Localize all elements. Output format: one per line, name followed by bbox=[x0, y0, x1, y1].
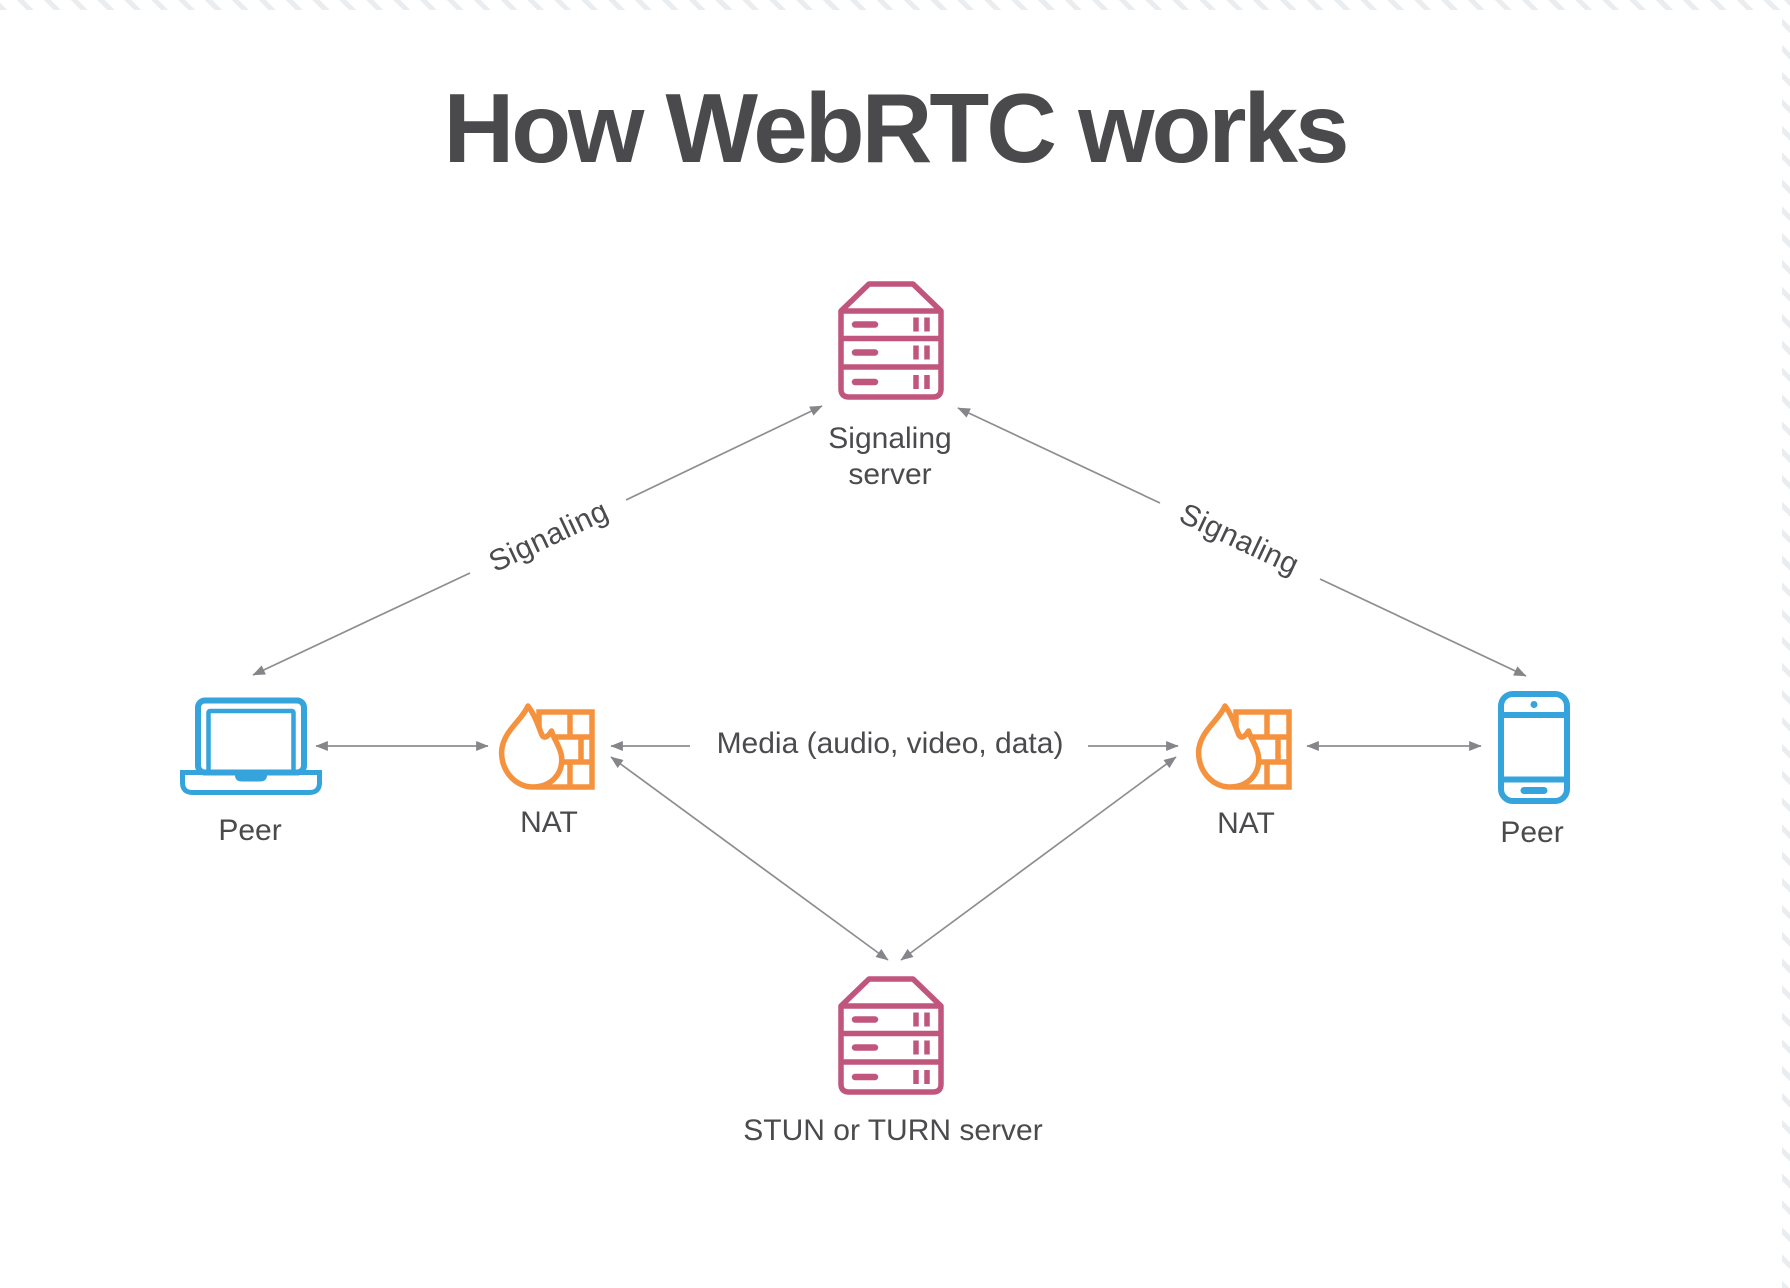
server-icon bbox=[838, 281, 944, 400]
label-peer-left: Peer bbox=[218, 814, 282, 847]
label-signaling-server: Signaling server bbox=[828, 422, 952, 491]
arrow-signaling-left-to-server bbox=[625, 405, 823, 501]
page-title: How WebRTC works bbox=[443, 73, 1349, 183]
firewall-icon bbox=[1195, 703, 1292, 790]
label-nat-right: NAT bbox=[1217, 807, 1275, 840]
arrow-signaling-right-to-server bbox=[957, 407, 1161, 504]
arrow-nat-left-stun bbox=[610, 756, 889, 961]
label-nat-left: NAT bbox=[520, 806, 578, 839]
label-peer-right: Peer bbox=[1500, 816, 1564, 849]
server-icon bbox=[838, 976, 944, 1095]
texture-right-edge bbox=[1782, 0, 1790, 1288]
arrow-signaling-right-to-peer bbox=[1319, 578, 1527, 677]
arrow-nat-right-stun bbox=[900, 756, 1177, 961]
laptop-icon bbox=[180, 697, 322, 795]
firewall-icon bbox=[498, 703, 595, 790]
flame-icon bbox=[498, 703, 565, 790]
arrow-signaling-left-to-peer bbox=[252, 572, 471, 676]
texture-top-edge bbox=[0, 0, 1790, 10]
label-media: Media (audio, video, data) bbox=[716, 727, 1064, 760]
flame-icon bbox=[1195, 703, 1262, 790]
label-stun-turn-server: STUN or TURN server bbox=[743, 1114, 1043, 1147]
smartphone-icon bbox=[1498, 691, 1570, 804]
